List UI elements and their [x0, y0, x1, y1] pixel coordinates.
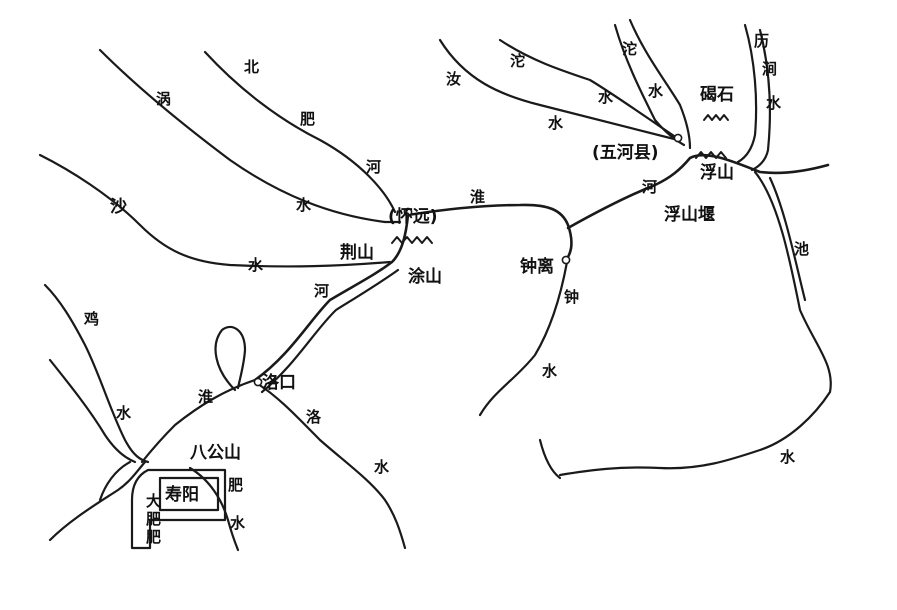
fei-south-label: 肥 [228, 476, 243, 494]
tushan-label: 涂山 [408, 266, 442, 287]
lijian-river-b [750, 28, 772, 172]
luo-river [256, 382, 407, 550]
da-label: 大 [146, 492, 161, 510]
north-fei-river [203, 50, 397, 214]
ji-label: 鸡 [83, 310, 99, 328]
luo-label: 洛 [306, 408, 322, 426]
huai2-label: 河 [314, 282, 329, 300]
mountains [391, 114, 729, 244]
jingshan-label: 荆山 [340, 242, 374, 263]
shouyang-label: 寿阳 [165, 484, 199, 505]
shui12-label: 水 [230, 514, 246, 532]
shui9-label: 水 [542, 362, 558, 380]
ji-river [43, 283, 150, 464]
jingshan-tushan-mountain-icon [391, 236, 433, 244]
huai1-label: 淮 [470, 188, 485, 206]
fushan-label: 浮山 [700, 162, 734, 183]
zhong-label: 钟 [564, 288, 579, 306]
shui2-label: 水 [248, 256, 264, 274]
jian-label: 涧 [762, 60, 777, 78]
fei-north-label: 肥 [300, 110, 315, 128]
li-label: 历 [754, 32, 769, 50]
shui1-label: 水 [296, 196, 312, 214]
shui3-label: 水 [548, 114, 564, 132]
he2-label: 河 [642, 178, 657, 196]
town-markers [253, 133, 683, 387]
huaiyuan-marker [403, 207, 413, 217]
fushan-mountain-icon [695, 151, 727, 159]
river-labels: 北 肥 河 涡 水 沙 水 淮 河 河 淮 汝 沱 水 沱 水 水 历 涧 水 … [83, 32, 809, 546]
sha-river [38, 153, 392, 268]
shouyang-inner-wall [158, 476, 220, 512]
zhongli-marker [561, 255, 571, 265]
fushanyan-label: 浮山堰 [664, 204, 715, 225]
zhongli-label: 钟离 [520, 256, 554, 277]
chi-river [558, 170, 832, 477]
sw-tributary [48, 460, 147, 542]
place-labels: (怀远) (五河县) 荆山 涂山 钟离 洛口 八公山 寿阳 浮山 浮山堰 碣石 [165, 85, 734, 505]
shui8-label: 水 [780, 448, 796, 466]
shouyang-outer-wall [130, 468, 227, 550]
sha-label: 沙 [110, 197, 127, 217]
shui7-label: 水 [766, 94, 782, 112]
huai3-label: 淮 [198, 388, 213, 406]
fei4-label: 肥 [146, 528, 161, 546]
chi-label: 池 [794, 240, 809, 258]
ji-river-b [48, 358, 137, 464]
huai-to-shou [140, 378, 257, 464]
tuo-label: 沱 [622, 40, 637, 58]
river-network [38, 18, 832, 552]
shui5-label: 水 [648, 82, 664, 100]
chi-river-b [538, 438, 562, 480]
fei3-label: 肥 [146, 510, 161, 528]
wo-label: 涡 [156, 90, 171, 108]
huai-river-east [566, 153, 830, 230]
luokou-marker [253, 377, 263, 387]
shui10-label: 水 [374, 458, 390, 476]
shui4-label: 水 [598, 88, 614, 106]
jieshi-mountain-icon [703, 114, 729, 121]
chi-river-c [768, 176, 807, 302]
zhong-river [478, 260, 569, 417]
huaiyuan-label: (怀远) [388, 207, 438, 227]
huai-river-bank [260, 268, 400, 394]
tuo-river-b [628, 18, 692, 150]
bagongshan-label: 八公山 [190, 443, 241, 463]
ruo-label: 汝 [446, 70, 461, 88]
wo-river [98, 48, 402, 224]
shouyang-walls [130, 468, 227, 550]
huai-river-west [253, 203, 573, 382]
he1-label: 河 [366, 158, 381, 176]
wuhe-label: (五河县) [592, 143, 659, 163]
jieshi-label: 碣石 [700, 85, 734, 105]
lijian-river [736, 23, 758, 164]
ruo-river [438, 38, 680, 142]
shui11-label: 水 [116, 404, 132, 422]
ruo-river-b [498, 38, 682, 142]
ruo-b-label: 沱 [510, 52, 525, 70]
bei-label: 北 [244, 58, 259, 76]
luokou-label: 洛口 [262, 372, 296, 393]
wuhe-marker [673, 133, 683, 143]
huai-loop [214, 325, 247, 392]
south-fei-river [188, 466, 240, 552]
sw-tributary-b [98, 460, 132, 502]
